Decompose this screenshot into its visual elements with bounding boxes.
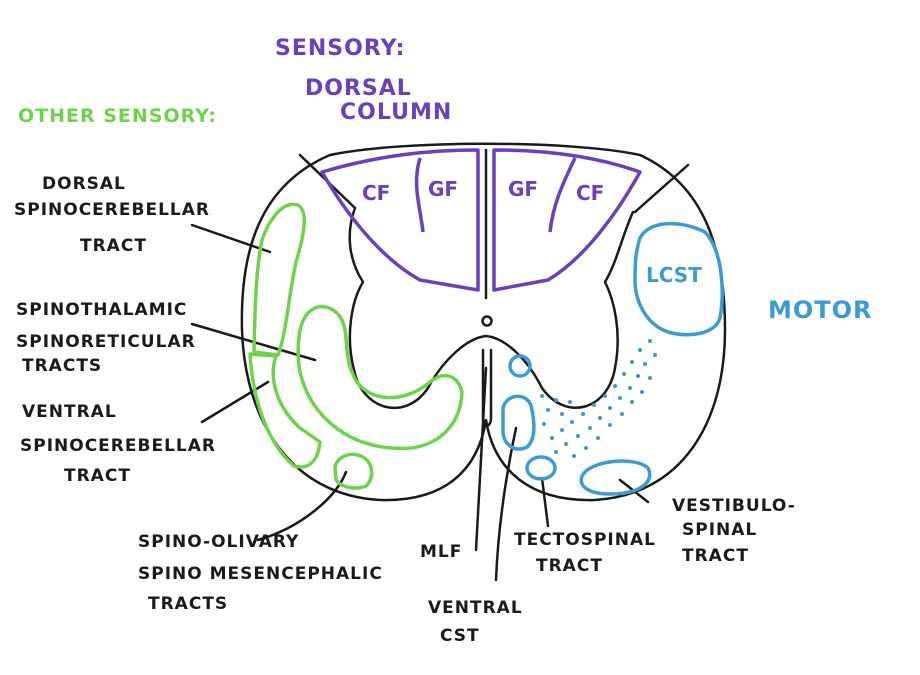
dorsal-heading: DORSAL: [305, 76, 412, 101]
other-sensory-heading: OTHER SENSORY:: [18, 105, 217, 127]
motor-tracts: [501, 221, 724, 496]
label-vsct-line3: TRACT: [64, 466, 131, 486]
tract-gf-right: GF: [508, 177, 538, 201]
label-olive-line1: SPINO-OLIVARY: [138, 532, 300, 552]
label-tecto-line2: TRACT: [536, 556, 603, 576]
label-stt-line2: SPINORETICULAR: [16, 332, 196, 352]
label-vsct-line1: VENTRAL: [22, 402, 117, 422]
label-tecto-line1: TECTOSPINAL: [514, 530, 656, 550]
label-vest-line1: VESTIBULO-: [672, 496, 796, 516]
motor-dots: [540, 339, 657, 458]
tract-cf-right: CF: [576, 181, 604, 205]
dorsal-columns: [320, 148, 642, 292]
label-olive-line2: SPINO MESENCEPHALIC: [138, 564, 383, 584]
label-stt-line3: TRACTS: [22, 356, 103, 376]
tract-lcst: LCST: [646, 263, 702, 287]
motor-heading: MOTOR: [768, 296, 873, 324]
column-heading: COLUMN: [340, 100, 453, 125]
tract-gf-left: GF: [428, 177, 458, 201]
label-dsct-line2: SPINOCEREBELLAR: [14, 200, 210, 220]
tract-cf-left: CF: [362, 181, 390, 205]
label-olive-line3: TRACTS: [148, 594, 229, 614]
label-mlf: MLF: [420, 542, 463, 562]
sensory-heading: SENSORY:: [275, 36, 406, 61]
label-vsct-line2: SPINOCEREBELLAR: [20, 436, 216, 456]
label-dsct-line3: TRACT: [80, 236, 147, 256]
label-dsct-line1: DORSAL: [42, 174, 126, 194]
label-vest-line3: TRACT: [682, 546, 749, 566]
cord-outline: [190, 142, 727, 582]
other-sensory-tracts: [248, 202, 464, 490]
label-vcst-line1: VENTRAL: [428, 598, 523, 618]
label-vcst-line2: CST: [440, 626, 480, 646]
label-vest-line2: SPINAL: [682, 520, 758, 540]
label-stt-line1: SPINOTHALAMIC: [16, 300, 188, 320]
